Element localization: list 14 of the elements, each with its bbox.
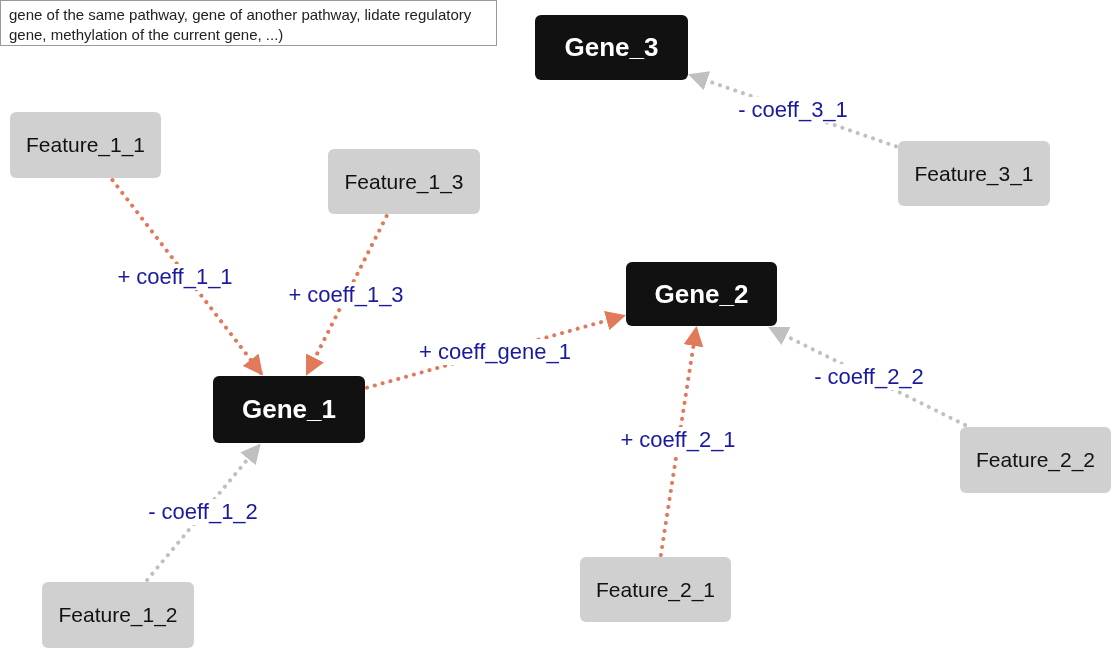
arrow bbox=[145, 443, 262, 582]
gene-box: Gene_2 bbox=[626, 262, 777, 326]
feature-box: Feature_1_3 bbox=[328, 149, 480, 214]
arrow bbox=[110, 178, 264, 376]
arrow bbox=[304, 214, 389, 376]
gene-box: Gene_3 bbox=[535, 15, 688, 80]
feature-box: Feature_2_1 bbox=[580, 557, 731, 622]
feature-box: Feature_3_1 bbox=[898, 141, 1050, 206]
feature-box: Feature_2_2 bbox=[960, 427, 1111, 493]
feature-box: Feature_1_2 bbox=[42, 582, 194, 648]
arrow bbox=[658, 326, 704, 557]
feature-box: Feature_1_1 bbox=[10, 112, 161, 178]
note-box: gene of the same pathway, gene of another pathway, lidate regulatory gene, methylation of the current gene, ...) bbox=[0, 0, 497, 46]
gene-box: Gene_1 bbox=[213, 376, 365, 443]
